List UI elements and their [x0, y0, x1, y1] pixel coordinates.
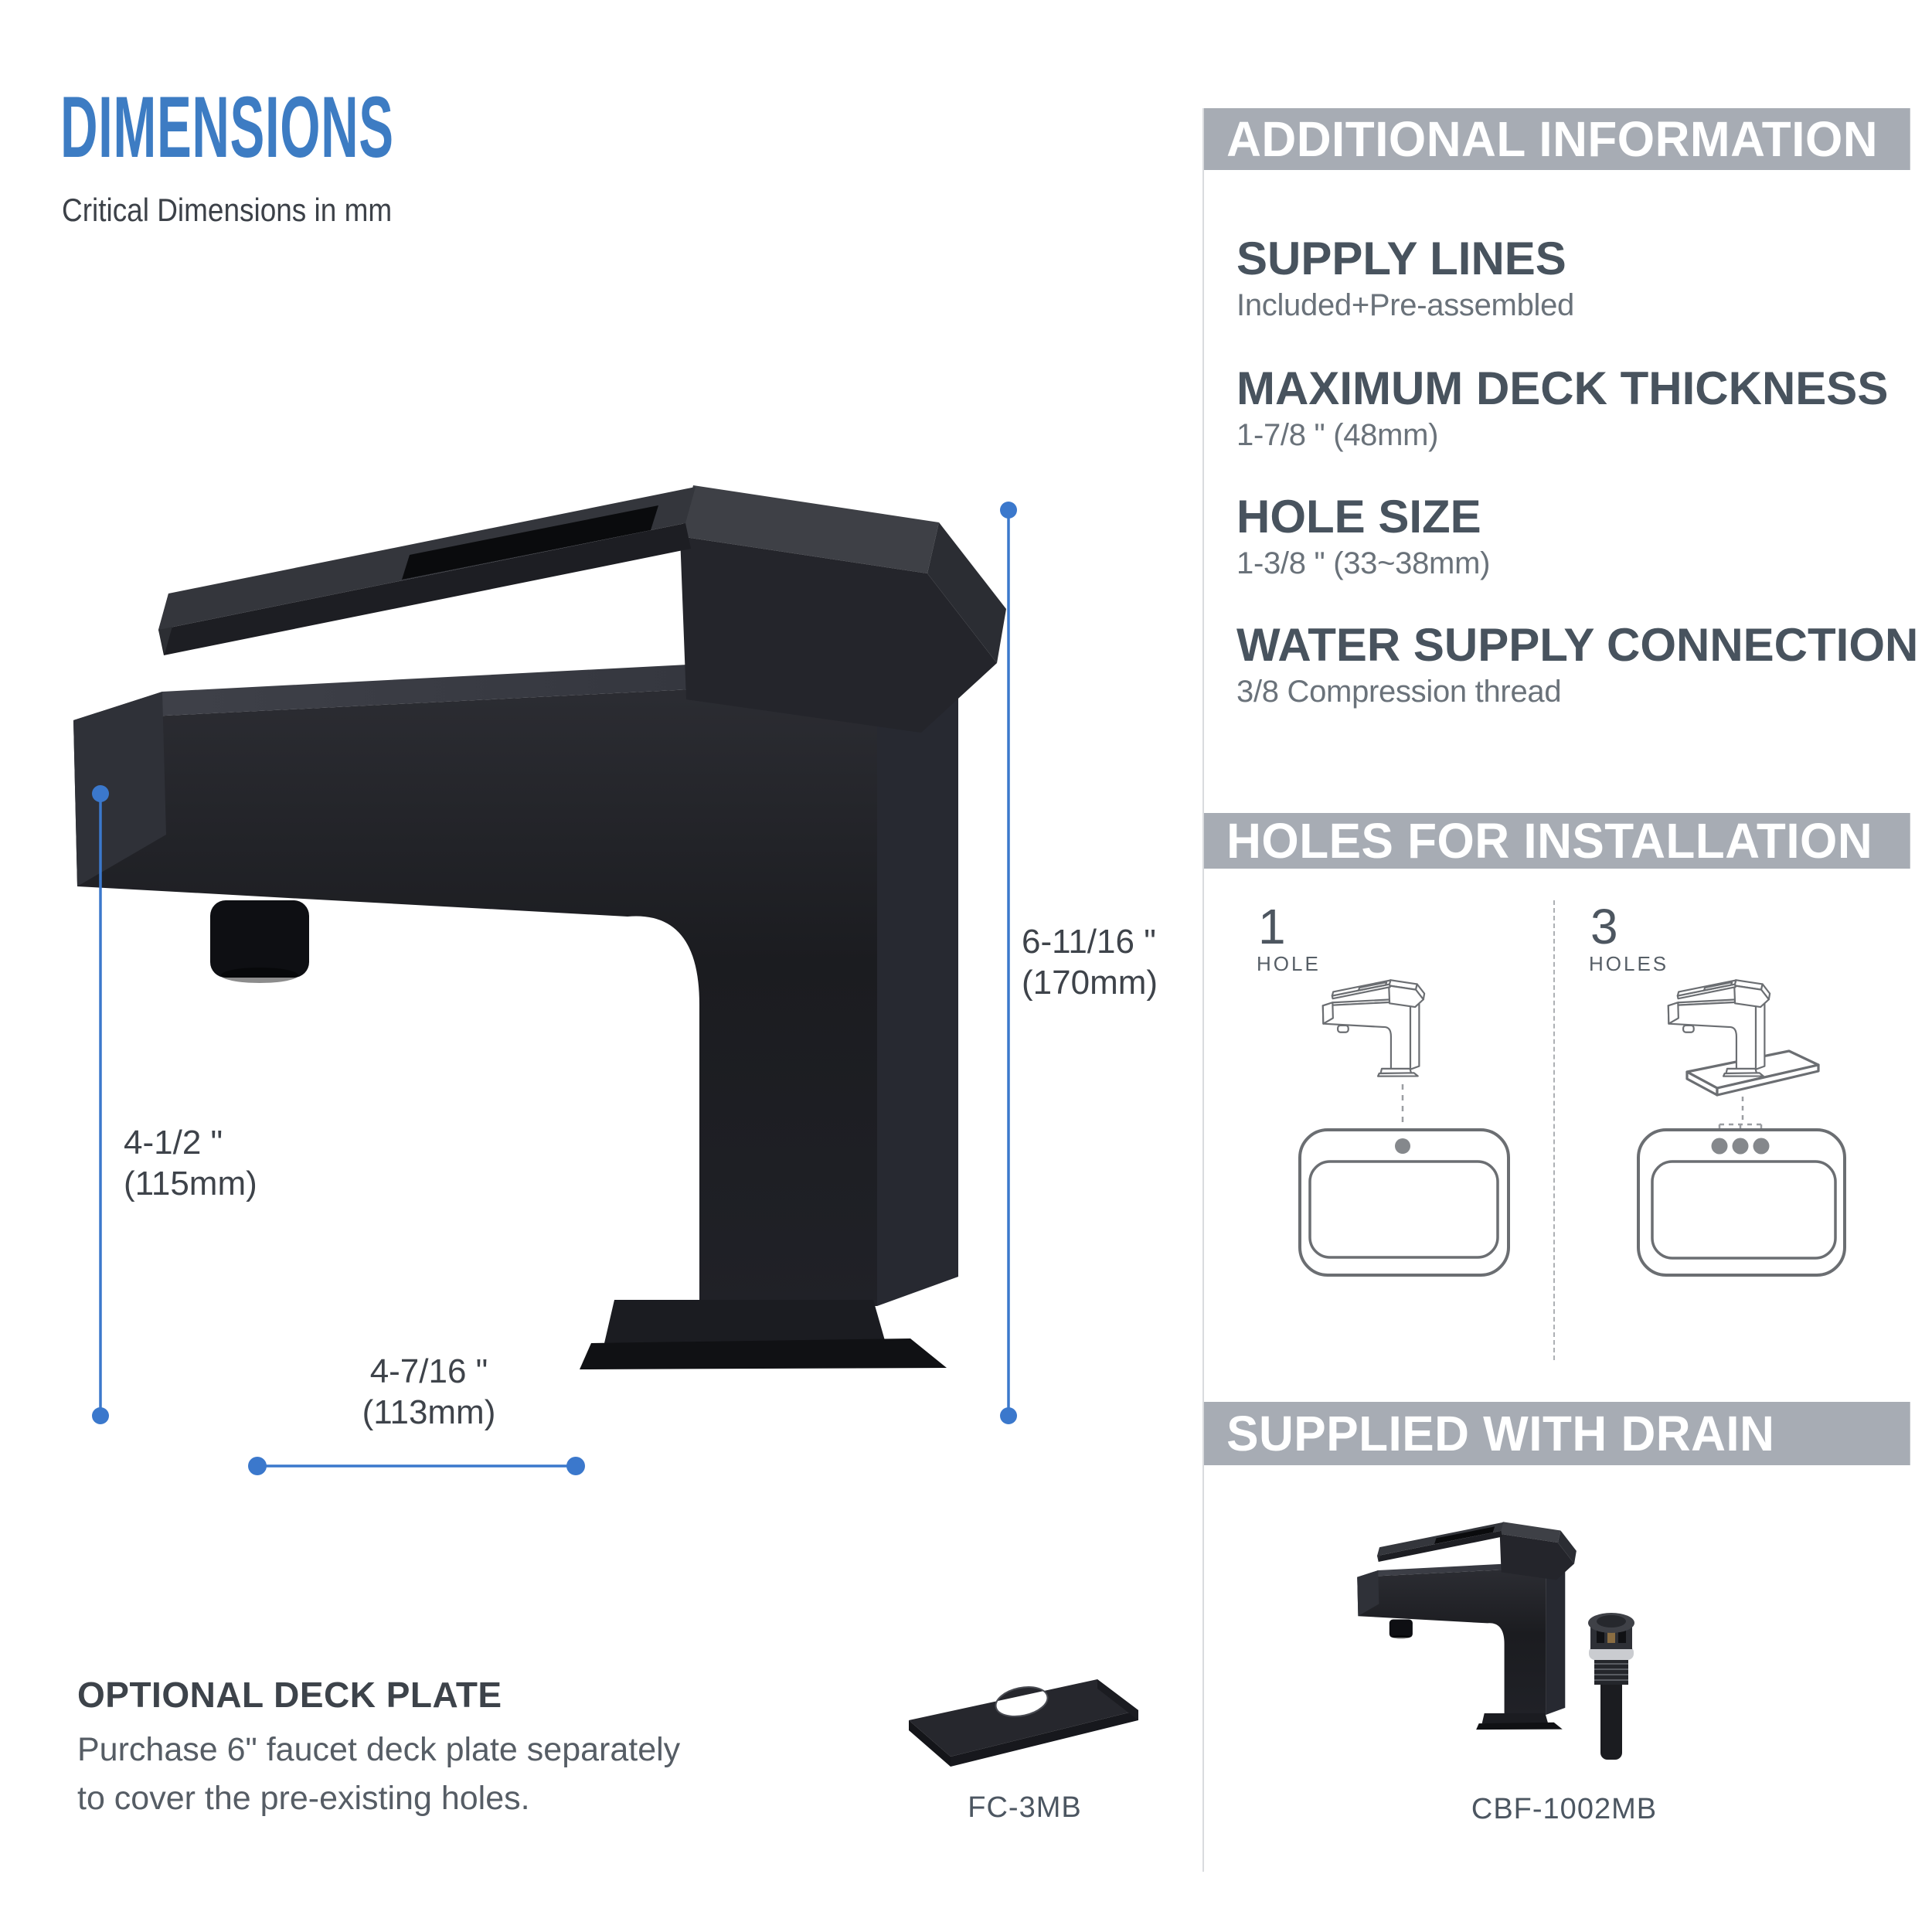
spec-label-hole-size: HOLE SIZE: [1236, 491, 1481, 543]
faucet-with-drain-illustration: [1357, 1522, 1634, 1760]
dimension-spout-height-label: 4-1/2 " (115mm): [124, 1122, 257, 1204]
dimension-height-label: 6-11/16 " (170mm): [1022, 921, 1158, 1003]
hole-option-3-count: 3: [1590, 899, 1618, 954]
dimension-spout-mm: (115mm): [124, 1165, 257, 1202]
holes-for-installation-header: HOLES FOR INSTALLATION: [1204, 813, 1910, 869]
dimension-height-inches: 6-11/16 ": [1022, 923, 1156, 961]
optional-deck-plate-desc-line1: Purchase 6" faucet deck plate separately: [77, 1731, 681, 1768]
drain-model-label: CBF-1002MB: [1471, 1793, 1658, 1825]
deck-plate-illustration: [909, 1679, 1138, 1767]
faucet-dimension-diagram: [73, 485, 1017, 1475]
dimension-endpoints: [92, 502, 1017, 1475]
dimension-reach-mm: (113mm): [362, 1393, 496, 1431]
dimension-lines: [99, 510, 1010, 1468]
optional-deck-plate-desc-line2: to cover the pre-existing holes.: [77, 1780, 530, 1817]
sink-hole-dots: [1711, 1138, 1770, 1155]
dimension-reach-inches: 4-7/16 ": [369, 1352, 488, 1390]
panel-divider-line: [1202, 108, 1204, 1872]
hole-option-1-count: 1: [1258, 899, 1286, 954]
dimension-reach-label: 4-7/16 " (113mm): [309, 1351, 549, 1433]
spec-label-deck-thickness: MAXIMUM DECK THICKNESS: [1236, 362, 1889, 414]
spec-value-deck-thickness: 1-7/8 " (48mm): [1236, 418, 1439, 452]
dimension-spout-inches: 4-1/2 ": [124, 1124, 223, 1162]
hole-option-3-label: HOLES: [1589, 952, 1669, 975]
three-hole-installation-diagram: [1637, 979, 1846, 1277]
spec-label-supply-lines: SUPPLY LINES: [1236, 233, 1566, 284]
pop-up-drain-illustration: [1588, 1613, 1634, 1760]
hole-option-1-label: HOLE: [1257, 952, 1321, 975]
spec-value-supply-lines: Included+Pre-assembled: [1236, 288, 1574, 322]
holes-options-separator: [1553, 900, 1555, 1360]
optional-deck-plate-title: OPTIONAL DECK PLATE: [77, 1675, 502, 1715]
page-subtitle: Critical Dimensions in mm: [62, 192, 393, 228]
spec-value-hole-size: 1-3/8 " (33~38mm): [1236, 546, 1491, 580]
dimension-height-mm: (170mm): [1022, 964, 1158, 1002]
additional-information-header: ADDITIONAL INFORMATION: [1204, 108, 1910, 170]
page-title: DIMENSIONS: [60, 79, 394, 175]
supplied-with-drain-header: SUPPLIED WITH DRAIN: [1204, 1402, 1910, 1465]
deck-plate-model-label: FC-3MB: [968, 1791, 1082, 1824]
sink-hole-dot: [1395, 1138, 1410, 1154]
one-hole-installation-diagram: [1298, 979, 1510, 1277]
spec-label-water-supply: WATER SUPPLY CONNECTION: [1236, 619, 1919, 671]
spec-value-water-supply: 3/8 Compression thread: [1236, 675, 1562, 709]
